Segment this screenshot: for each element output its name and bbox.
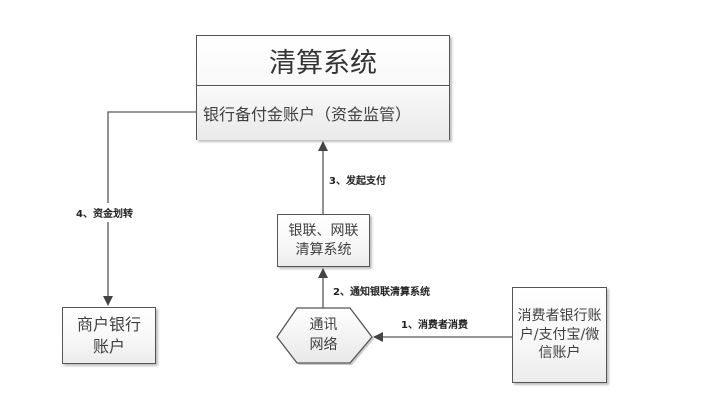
edge-label-notify-unionpay: 2、通知银联清算系统 — [333, 283, 430, 298]
unionpay-line2: 清算系统 — [295, 241, 352, 258]
unionpay-line1: 银联、网联 — [288, 222, 359, 239]
consumer-account-box: 消费者银行账 户/支付宝/微 信账户 — [512, 287, 607, 383]
edge-label-initiate-payment: 3、发起支付 — [329, 172, 386, 187]
network-hexagon-text: 通讯 网络 — [297, 312, 350, 360]
reserve-account-label: 银行备付金账户（资金监管） — [197, 86, 449, 140]
unionpay-clearing-box: 银联、网联 清算系统 — [277, 214, 370, 267]
clearing-system-box: 清算系统 银行备付金账户（资金监管） — [196, 35, 450, 140]
network-hexagon — [276, 307, 373, 364]
consumer-line1: 消费者银行账 — [517, 307, 602, 324]
consumer-line3: 信账户 — [538, 345, 581, 362]
merchant-account-box: 商户银行 账户 — [62, 307, 156, 364]
network-line1: 通讯 — [309, 317, 338, 334]
merchant-line2: 账户 — [92, 336, 125, 356]
merchant-line1: 商户银行 — [76, 314, 141, 334]
edge-label-fund-transfer: 4、资金划转 — [76, 203, 133, 222]
edge-fund-transfer — [103, 111, 196, 306]
consumer-line2: 户/支付宝/微 — [519, 326, 600, 343]
network-line2: 网络 — [309, 337, 338, 353]
edge-label-consumer-spend: 1、消费者消费 — [401, 316, 468, 331]
clearing-system-title: 清算系统 — [197, 36, 449, 86]
